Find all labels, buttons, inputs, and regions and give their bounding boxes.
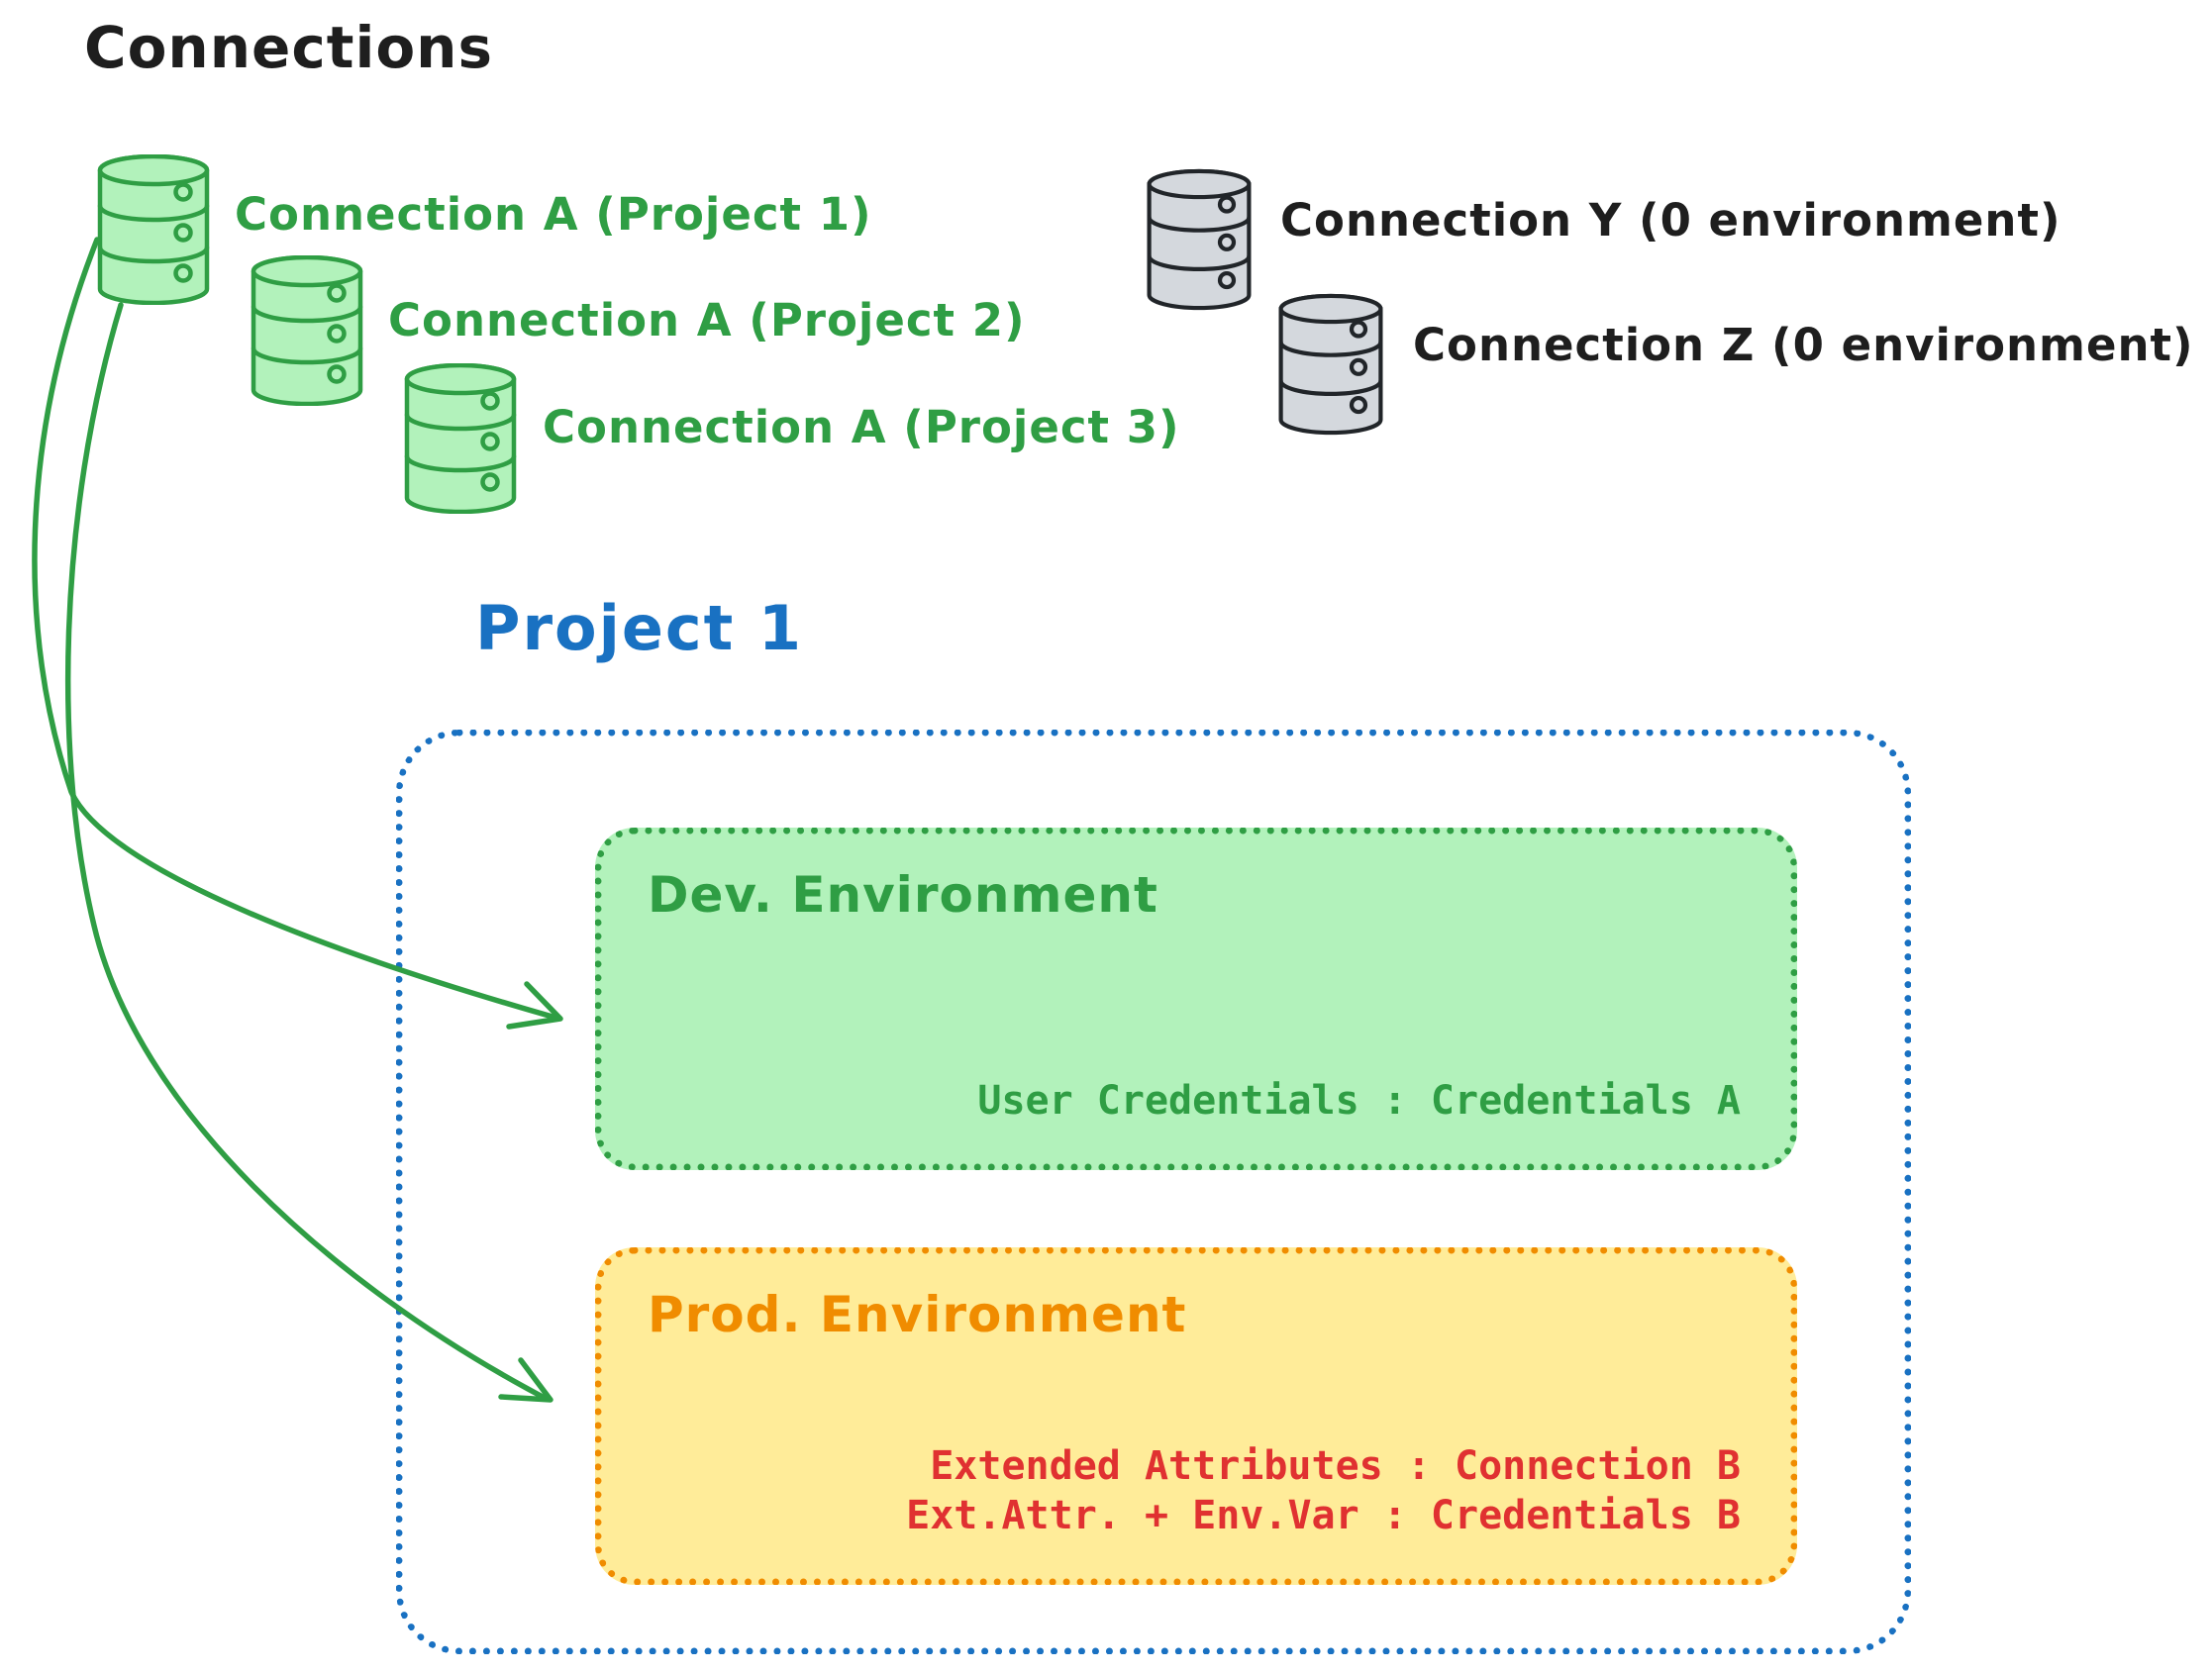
connection-y-label: Connection Y (0 environment) bbox=[1280, 194, 2061, 246]
prod-credentials-text: Extended Attributes : Connection B Ext.A… bbox=[906, 1441, 1741, 1540]
dev-environment-box: Dev. Environment User Credentials : Cred… bbox=[595, 828, 1797, 1170]
connection-a-project2-label: Connection A (Project 2) bbox=[388, 294, 1026, 346]
prod-credentials-line-1: Extended Attributes : Connection B bbox=[930, 1443, 1741, 1489]
project-title: Project 1 bbox=[475, 592, 804, 664]
connection-a-project3-label: Connection A (Project 3) bbox=[543, 401, 1180, 453]
diagram-title: Connections bbox=[84, 14, 493, 81]
prod-credentials-line-2: Ext.Attr. + Env.Var : Credentials B bbox=[906, 1493, 1741, 1538]
connection-a-project1-label: Connection A (Project 1) bbox=[235, 188, 872, 241]
dev-credentials-text: User Credentials : Credentials A bbox=[977, 1078, 1741, 1124]
database-icon bbox=[407, 365, 514, 512]
database-icon bbox=[1280, 295, 1381, 434]
connection-z-label: Connection Z (0 environment) bbox=[1413, 319, 2194, 371]
database-icon bbox=[253, 257, 360, 404]
prod-environment-title: Prod. Environment bbox=[648, 1286, 1187, 1343]
database-icon bbox=[1149, 170, 1250, 309]
dev-environment-title: Dev. Environment bbox=[648, 866, 1158, 924]
prod-environment-box: Prod. Environment Extended Attributes : … bbox=[595, 1247, 1797, 1585]
database-icon bbox=[100, 156, 207, 303]
